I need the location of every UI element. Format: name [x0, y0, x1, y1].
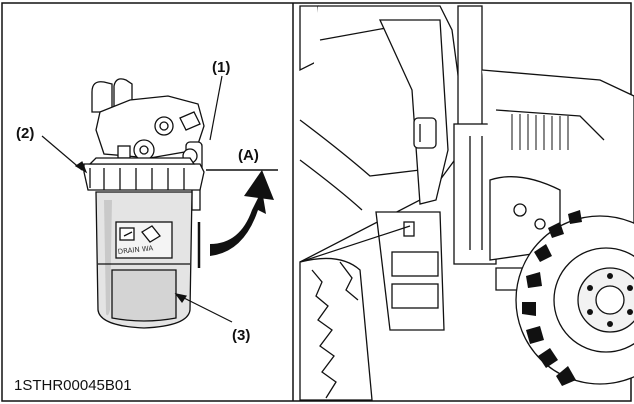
tractor-illustration — [299, 5, 634, 331]
callout-2: (2) — [16, 125, 34, 142]
rear-tire — [299, 257, 373, 401]
callout-1: (1) — [212, 59, 230, 76]
leader-lines — [41, 75, 233, 323]
fuel-filter-illustration — [83, 78, 205, 211]
figure-code: 1STHR00045B01 — [14, 377, 132, 394]
front-tire — [515, 210, 634, 386]
filter-bowl — [95, 191, 193, 329]
callout-a: (A) — [238, 147, 259, 164]
location-leader — [299, 225, 411, 263]
open-direction-arrow — [197, 169, 278, 268]
callout-3: (3) — [232, 327, 250, 344]
decal-label: DRAIN WA — [117, 244, 153, 256]
